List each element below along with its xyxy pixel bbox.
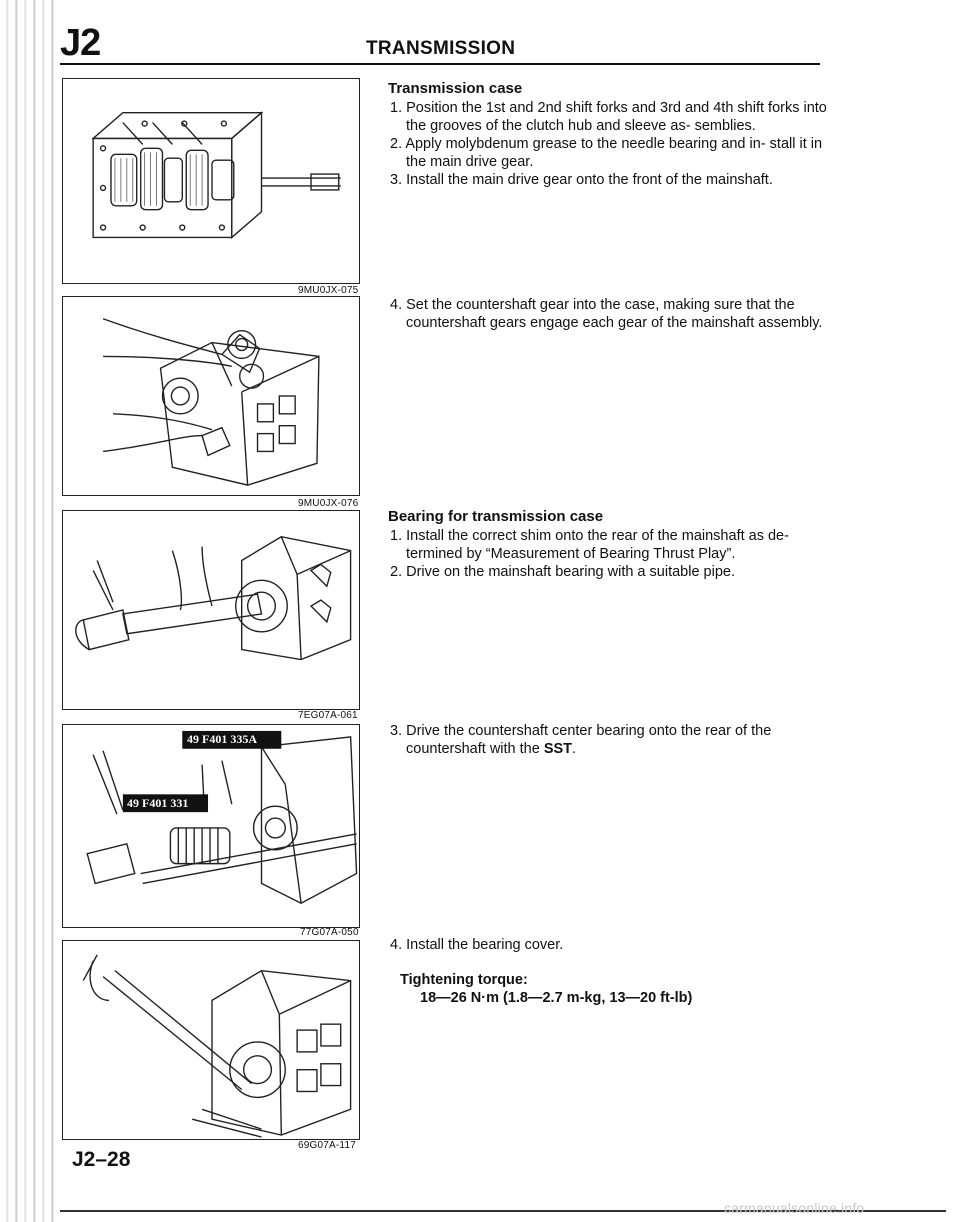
bearing-case-section: Bearing for transmission case 1. Install… bbox=[388, 508, 828, 581]
figure-bearing-cover bbox=[62, 940, 360, 1140]
step-text-end: . bbox=[572, 741, 577, 757]
step-text: 2. Apply molybdenum grease to the needle… bbox=[390, 136, 823, 170]
scan-edge-artifact bbox=[0, 0, 58, 1222]
sst-label-335a bbox=[182, 730, 282, 749]
step-text: 3. Install the main drive gear onto the … bbox=[390, 172, 773, 188]
sst-label-335a-text: 49 F401 335A bbox=[187, 732, 257, 746]
step-text: 1. Position the 1st and 2nd shift forks … bbox=[390, 100, 827, 134]
sst-drive-illustration bbox=[86, 730, 358, 905]
page-number: J2–28 bbox=[72, 1148, 131, 1171]
step-text-main: 3. Drive the countershaft center bearing… bbox=[390, 723, 772, 757]
transmission-case-section: Transmission case 1. Position the 1st an… bbox=[388, 80, 828, 189]
bearing-cover-illustration bbox=[82, 954, 352, 1138]
mainshaft-assembly-illustration bbox=[91, 111, 341, 239]
sst-label-331-text: 49 F401 331 bbox=[127, 796, 189, 810]
sst-emphasis: SST bbox=[543, 741, 573, 757]
section-code: J2 bbox=[60, 22, 101, 64]
figure-code: 9MU0JX-075 bbox=[298, 285, 359, 296]
step-text: 1. Install the correct shim onto the rea… bbox=[390, 528, 789, 562]
figure-bearing-drive bbox=[62, 510, 360, 710]
bearing-drive-illustration bbox=[75, 536, 352, 661]
bearing-cover-step: 4. Install the bearing cover. bbox=[388, 936, 828, 954]
watermark: carmanualsonline.info bbox=[724, 1200, 865, 1216]
section-heading: Transmission case bbox=[388, 80, 523, 97]
header-divider bbox=[60, 63, 820, 65]
torque-label: Tightening torque: bbox=[400, 972, 528, 988]
page-title: TRANSMISSION bbox=[366, 38, 516, 59]
step-text: 4. Set the countershaft gear into the ca… bbox=[390, 297, 823, 331]
footer-divider bbox=[60, 1210, 946, 1212]
figure-countershaft-install bbox=[62, 296, 360, 496]
step-text: 3. Drive the countershaft center bearing… bbox=[388, 722, 828, 758]
countershaft-step: 4. Set the countershaft gear into the ca… bbox=[388, 296, 828, 332]
figure-code: 9MU0JX-076 bbox=[298, 498, 359, 509]
section-heading: Bearing for transmission case bbox=[388, 508, 604, 525]
figure-sst-drive: 49 F401 335A 49 F401 331 bbox=[62, 724, 360, 928]
step-text: 2. Drive on the mainshaft bearing with a… bbox=[390, 564, 735, 580]
figure-code: 77G07A-050 bbox=[300, 927, 359, 938]
figure-code: 69G07A-117 bbox=[298, 1140, 356, 1151]
step-text: 4. Install the bearing cover. bbox=[390, 937, 564, 953]
torque-value: 18—26 N·m (1.8—2.7 m-kg, 13—20 ft-lb) bbox=[420, 990, 693, 1006]
figure-mainshaft-assembly bbox=[62, 78, 360, 284]
sst-label-331 bbox=[122, 794, 209, 813]
figure-code: 7EG07A-061 bbox=[298, 710, 358, 721]
countershaft-bearing-step: 3. Drive the countershaft center bearing… bbox=[388, 722, 828, 758]
countershaft-install-illustration bbox=[102, 318, 320, 486]
